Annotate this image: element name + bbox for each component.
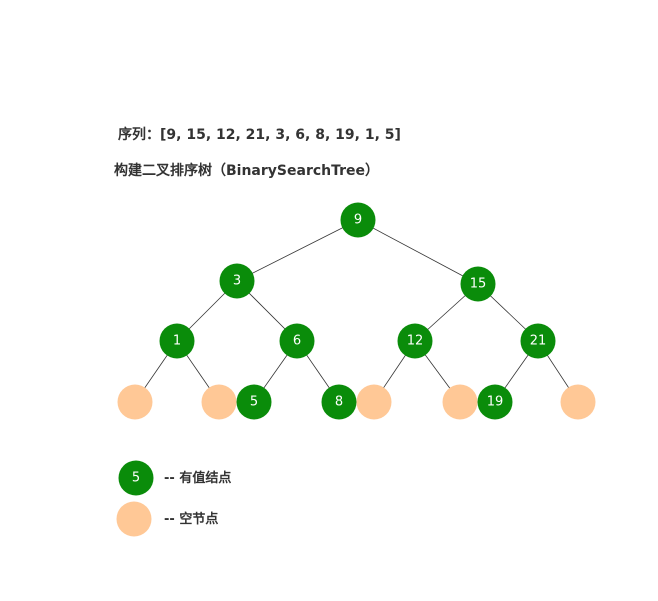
- empty-node: [442, 384, 478, 420]
- node-label: 6: [293, 334, 301, 349]
- node-label: 9: [354, 213, 362, 228]
- node-label: 12: [407, 334, 424, 349]
- empty-node-circle: [560, 384, 596, 420]
- node-label: 19: [487, 395, 504, 410]
- sequence-text: 序列：[9, 15, 12, 21, 3, 6, 8, 19, 1, 5]: [118, 127, 401, 143]
- node-label: 5: [250, 395, 258, 410]
- value-node-circle: [236, 384, 272, 420]
- empty-node: [201, 384, 237, 420]
- value-node-circle: [397, 323, 433, 359]
- value-node-circle: [340, 202, 376, 238]
- tree-node-1: 1: [159, 323, 195, 359]
- nodes-layer: 9 3 15 1 6 12 21 5 8 19: [117, 202, 596, 420]
- empty-node-circle: [201, 384, 237, 420]
- empty-node-circle: [442, 384, 478, 420]
- value-node-circle: [477, 384, 513, 420]
- tree-node-19: 19: [477, 384, 513, 420]
- empty-node-circle: [117, 384, 153, 420]
- empty-node-circle: [356, 384, 392, 420]
- legend-value-text: -- 有值结点: [164, 471, 232, 486]
- tree-node-15: 15: [460, 266, 496, 302]
- value-node-circle: [219, 263, 255, 299]
- node-label: 8: [335, 395, 343, 410]
- tree-node-6: 6: [279, 323, 315, 359]
- edges-layer: [134, 219, 579, 403]
- node-label: 3: [233, 274, 241, 289]
- tree-node-5: 5: [236, 384, 272, 420]
- empty-node: [117, 384, 153, 420]
- node-label: 1: [173, 334, 181, 349]
- legend-empty-node: [116, 501, 152, 537]
- tree-node-9: 9: [340, 202, 376, 238]
- value-node-circle: [321, 384, 357, 420]
- value-node-circle: [159, 323, 195, 359]
- tree-node-3: 3: [219, 263, 255, 299]
- edge-n9-n15: [357, 219, 479, 285]
- tree-node-8: 8: [321, 384, 357, 420]
- legend-value-node: [118, 460, 154, 496]
- value-node-circle: [279, 323, 315, 359]
- empty-node: [560, 384, 596, 420]
- empty-node: [356, 384, 392, 420]
- diagram-title: 构建二叉排序树（BinarySearchTree）: [114, 163, 380, 179]
- node-label: 21: [530, 334, 547, 349]
- legend-empty-text: -- 空节点: [164, 512, 219, 527]
- value-node-circle: [460, 266, 496, 302]
- tree-node-21: 21: [520, 323, 556, 359]
- value-node-circle: [520, 323, 556, 359]
- legend-symbols: 5: [116, 460, 154, 537]
- legend-value-node-label: 5: [132, 471, 140, 486]
- node-label: 15: [470, 277, 487, 292]
- tree-node-12: 12: [397, 323, 433, 359]
- edge-n9-n3: [236, 219, 359, 282]
